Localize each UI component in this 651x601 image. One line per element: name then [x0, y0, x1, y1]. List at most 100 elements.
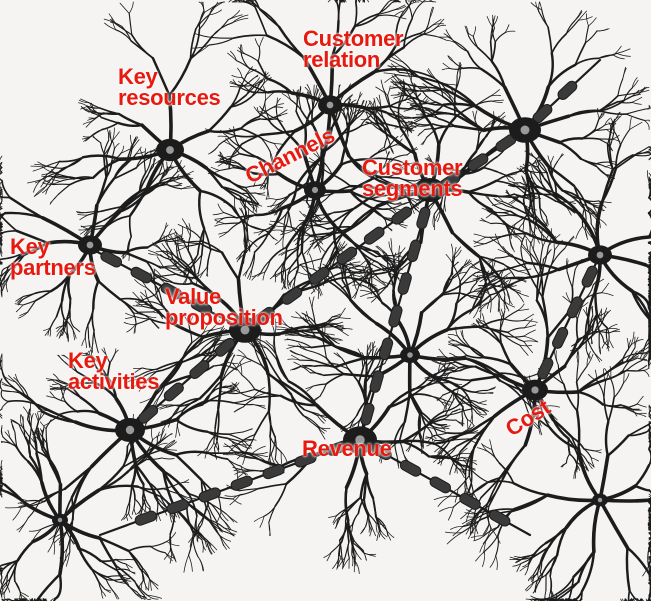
dendrite-branch — [384, 73, 398, 75]
myelin-segment — [428, 475, 452, 494]
myelin-segment — [188, 359, 211, 381]
dendrite-branch — [394, 6, 406, 10]
dendrite-branch — [428, 69, 436, 80]
dendrite-branch — [448, 334, 458, 336]
dendrite-branch — [354, 561, 355, 572]
label-key-partners: Key partners — [10, 236, 96, 278]
dendrite-branch — [594, 450, 601, 451]
label-key-resources: Key resources — [118, 66, 220, 108]
dendrite-branch — [560, 142, 581, 158]
dendrite-branch — [602, 283, 609, 293]
dendrite-branch — [218, 204, 224, 213]
dendrite-branch — [226, 164, 237, 167]
dendrite-branch — [497, 212, 510, 214]
dendrite-branch — [46, 429, 47, 443]
dendrite-branch — [320, 384, 326, 396]
dendrite-branch — [329, 323, 338, 324]
dendrite-branch — [477, 448, 488, 452]
dendrite-branch — [58, 185, 70, 195]
dendrite-branch — [355, 286, 359, 299]
dendrite-branch — [38, 162, 47, 166]
dendrite-branch — [600, 500, 627, 548]
dendrite-branch — [239, 85, 252, 86]
dendrite-branch — [638, 413, 647, 414]
dendrite-branch — [1, 569, 3, 578]
dendrite-branch — [361, 293, 372, 297]
dendrite-branch — [255, 39, 259, 48]
dendrite-branch — [142, 568, 143, 581]
dendrite-branch — [510, 256, 528, 263]
dendrite-branch — [93, 137, 101, 143]
dendrite-branch — [578, 352, 579, 364]
dendrite-branch — [114, 592, 119, 600]
dendrite-branch — [246, 54, 258, 61]
dendrite-branch — [269, 506, 276, 523]
dendrite-branch — [450, 353, 456, 357]
dendrite-branch — [282, 382, 317, 405]
dendrite-branch — [339, 318, 350, 319]
dendrite-branch — [542, 230, 543, 246]
dendrite-branch — [151, 428, 152, 440]
dendrite-branch — [265, 261, 270, 273]
dendrite-branch — [363, 551, 366, 561]
dendrite-branch — [79, 103, 88, 107]
dendrite-branch — [608, 398, 614, 422]
dendrite-branch — [93, 281, 98, 309]
dendrite-branch — [426, 117, 439, 146]
dendrite-branch — [329, 516, 337, 518]
dendrite-branch — [478, 48, 492, 62]
dendrite-branch — [635, 486, 649, 490]
dendrite-branch — [351, 300, 376, 323]
dendrite-branch — [520, 345, 532, 346]
dendrite-branch — [6, 283, 7, 292]
dendrite-branch — [354, 540, 364, 550]
dendrite-branch — [166, 184, 181, 188]
dendrite-branch — [623, 67, 626, 79]
dendrite-branch — [151, 547, 165, 553]
dendrite-branch — [388, 86, 391, 96]
dendrite-branch — [281, 452, 287, 463]
dendrite-branch — [342, 520, 348, 541]
dendrite-branch — [596, 164, 606, 167]
neuron-nucleus — [521, 126, 530, 135]
dendrite-branch — [287, 346, 297, 348]
dendrite-branch — [230, 87, 239, 88]
dendrite-branch — [355, 14, 378, 26]
dendrite-branch — [261, 131, 295, 135]
dendrite-branch — [55, 389, 65, 390]
dendrite-branch — [473, 27, 476, 36]
dendrite-branch — [451, 244, 453, 257]
dendrite-branch — [0, 487, 2, 488]
dendrite-branch — [608, 328, 617, 329]
dendrite-branch — [356, 553, 361, 560]
dendrite-branch — [586, 14, 588, 26]
dendrite-branch — [420, 414, 421, 432]
neuron-nucleus — [58, 518, 62, 522]
dendrite-branch — [577, 411, 579, 449]
dendrite-branch — [178, 480, 189, 484]
dendrite-branch — [335, 325, 344, 326]
dendrite-branch — [380, 530, 387, 537]
dendrite-branch — [120, 191, 146, 212]
dendrite-branch — [626, 109, 645, 114]
myelin-segment — [280, 285, 304, 306]
dendrite-branch — [575, 10, 582, 20]
dendrite-branch — [355, 2, 357, 26]
dendrite-branch — [403, 442, 430, 457]
label-customer-segments: Customer segments — [362, 157, 462, 199]
dendrite-branch — [498, 249, 512, 255]
dendrite-branch — [4, 592, 5, 599]
dendrite-branch — [474, 482, 489, 492]
dendrite-branch — [440, 507, 454, 512]
dendrite-branch — [637, 396, 643, 404]
dendrite-branch — [475, 392, 485, 393]
dendrite-branch — [588, 317, 589, 330]
dendrite-branch — [566, 20, 578, 34]
dendrite-branch — [21, 592, 29, 596]
dendrite-branch — [188, 236, 190, 252]
dendrite-branch — [185, 242, 201, 244]
dendrite-branch — [52, 384, 58, 385]
dendrite-branch — [291, 350, 302, 355]
dendrite-branch — [468, 52, 482, 70]
dendrite-branch — [630, 591, 638, 600]
